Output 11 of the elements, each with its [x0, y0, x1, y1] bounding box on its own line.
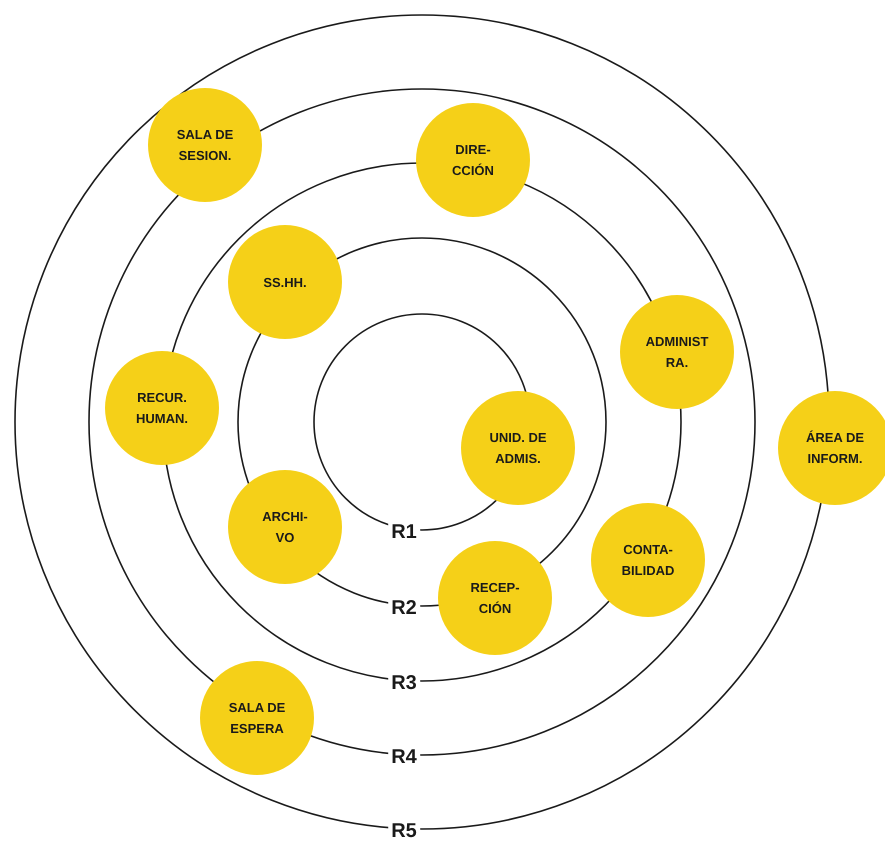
zone-label: RECEP- CIÓN: [469, 579, 521, 618]
zone-label: SALA DE SESION.: [176, 126, 234, 165]
zone-label: UNID. DE ADMIS.: [488, 429, 548, 468]
zone-label: ADMINIST RA.: [644, 333, 710, 372]
zone-label: RECUR. HUMAN.: [135, 389, 189, 428]
zone-label: CONTA- BILIDAD: [620, 541, 676, 580]
zone-label: ÁREA DE INFORM.: [804, 429, 866, 468]
zone-label: SS.HH.: [263, 274, 307, 292]
zone-label: DIRE- CCIÓN: [451, 141, 495, 180]
zone-label: SALA DE ESPERA: [228, 699, 286, 738]
zone-label: ARCHI- VO: [261, 508, 309, 547]
